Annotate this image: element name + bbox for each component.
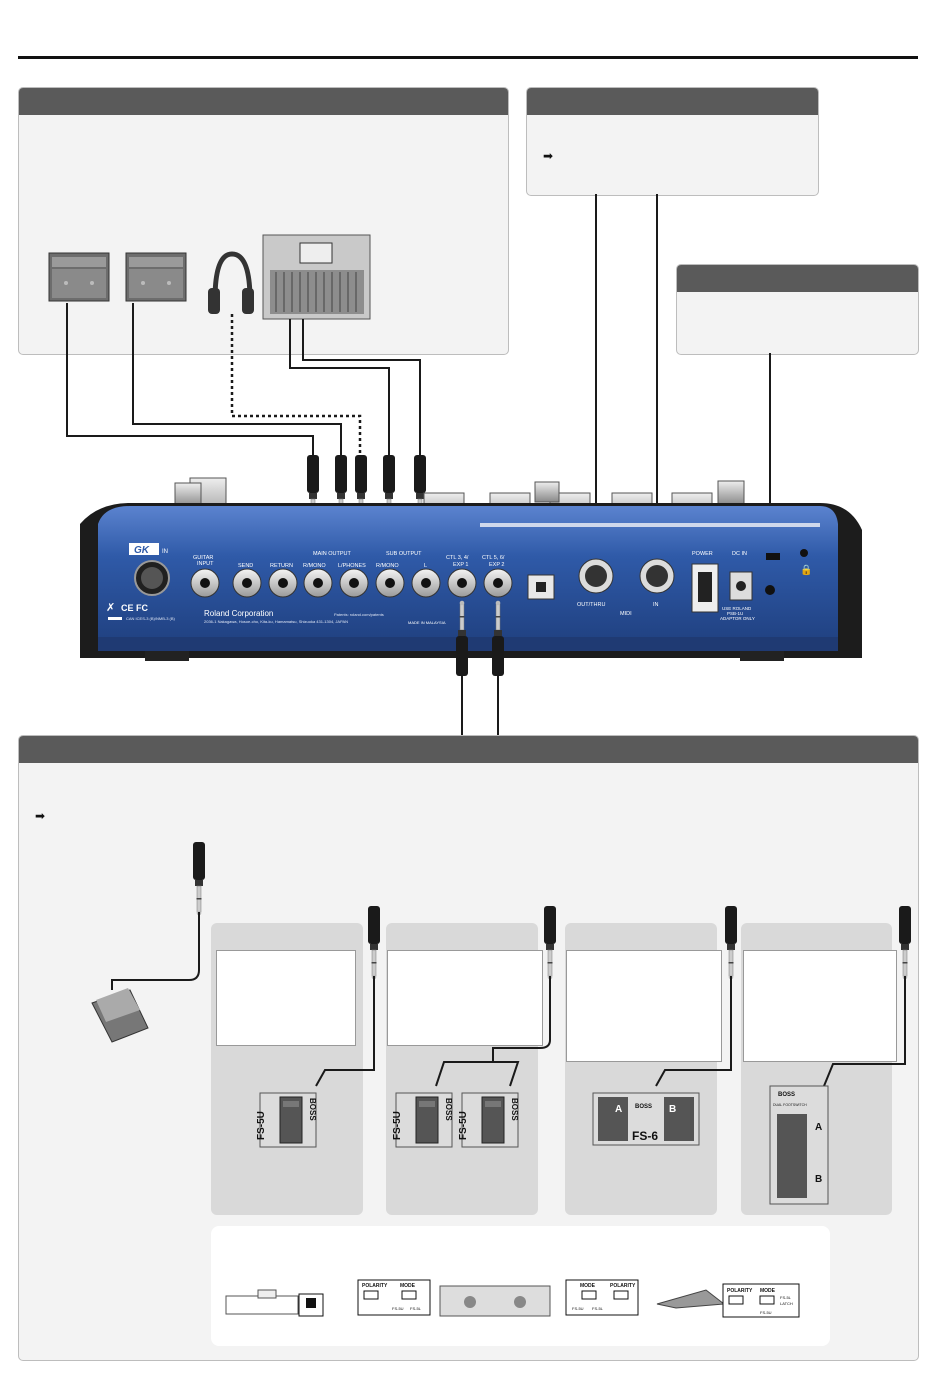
footswitch-section-header: [19, 736, 918, 763]
ctl56-label: CTL 5, 6/: [482, 555, 505, 561]
arrow-icon: ➡: [543, 149, 554, 163]
exp1-label: EXP 1: [453, 562, 469, 568]
patents-label: Patents: roland.com/patents: [334, 612, 384, 617]
switch-illustration-1: [225, 1289, 324, 1317]
ctl34-label: CTL 3, 4/: [446, 555, 469, 561]
svg-text:POLARITY: POLARITY: [610, 1283, 636, 1289]
output-cables: [66, 303, 421, 455]
ground-terminal: [765, 585, 775, 595]
ground-section-header: [677, 265, 918, 292]
svg-text:A: A: [615, 1104, 622, 1115]
arrow-icon: ➡: [35, 809, 46, 823]
jack-row: [190, 568, 513, 598]
fs6-footswitch: A B BOSS FS-6: [592, 1092, 700, 1146]
top-rule: [18, 56, 918, 59]
dc-in-label: DC IN: [732, 551, 747, 557]
svg-text:FS-5L: FS-5L: [780, 1295, 792, 1300]
l-phones-label: L/PHONES: [338, 563, 366, 569]
svg-text:POLARITY: POLARITY: [362, 1283, 388, 1289]
svg-text:DUAL FOOTSWITCH: DUAL FOOTSWITCH: [773, 1103, 807, 1107]
gk-connector: [134, 560, 170, 596]
svg-text:FS-5L: FS-5L: [410, 1306, 422, 1311]
svg-text:MODE: MODE: [760, 1288, 776, 1294]
svg-text:LATCH: LATCH: [780, 1301, 793, 1306]
guitar-amp-1: [48, 252, 110, 302]
return-label: RETURN: [270, 563, 293, 569]
midi-label: MIDI: [620, 611, 632, 617]
headphone-cable: [230, 314, 362, 455]
brand-label: Roland Corporation: [204, 609, 273, 618]
ground-section: [676, 264, 919, 355]
gk-in-label: IN: [162, 549, 168, 555]
svg-text:B: B: [669, 1104, 676, 1115]
fs5u-footswitch-3: FS-5U BOSS: [458, 1092, 519, 1148]
address-label: 2036-1 Nakagawa, Hosoe-cho, Kita-ku, Ham…: [204, 619, 348, 624]
svg-text:FS-5U: FS-5U: [572, 1306, 584, 1311]
usb-socket: [536, 582, 546, 592]
dual-footswitch: BOSS DUAL FOOTSWITCH A B: [769, 1085, 829, 1205]
midi-in-label: IN: [653, 602, 659, 608]
lock-icon: 🔒: [800, 564, 812, 576]
svg-text:FS-5L: FS-5L: [592, 1306, 604, 1311]
svg-text:B: B: [815, 1174, 822, 1185]
certification-marks: CE FC: [121, 603, 149, 613]
svg-text:FS-5U: FS-5U: [760, 1310, 772, 1315]
svg-text:BOSS: BOSS: [635, 1104, 652, 1110]
midi-section: ➡: [526, 87, 819, 196]
switch-illustration-2: POLARITY MODE FS-5U FS-5L MODE POLARITY …: [357, 1279, 639, 1317]
output-section-header: [19, 88, 508, 115]
svg-text:FS-5U: FS-5U: [392, 1111, 403, 1140]
note-box-1: [216, 950, 356, 1046]
power-label: POWER: [692, 551, 713, 557]
svg-text:BOSS: BOSS: [444, 1098, 453, 1121]
weee-icon: ✗: [106, 602, 115, 614]
svg-text:FS-6: FS-6: [632, 1129, 658, 1143]
svg-text:BOSS: BOSS: [308, 1098, 317, 1121]
midi-out-thru-label: OUT/THRU: [577, 602, 605, 608]
main-output-label: MAIN OUTPUT: [313, 551, 352, 557]
svg-text:POLARITY: POLARITY: [727, 1288, 753, 1294]
note-box-4: [743, 950, 897, 1062]
gk-badge-text: GK: [134, 545, 150, 556]
note-box-2: [387, 950, 543, 1046]
svg-text:FS-5U: FS-5U: [256, 1111, 267, 1140]
midi-section-header: [527, 88, 818, 115]
svg-text:MODE: MODE: [400, 1283, 416, 1289]
expression-pedal-icon: [91, 988, 149, 1043]
expression-pedal-cable: [111, 912, 200, 990]
fs5u-footswitch-2: FS-5U BOSS: [392, 1092, 453, 1148]
sub-l-label: L: [424, 563, 427, 569]
svg-text:MODE: MODE: [580, 1283, 596, 1289]
sub-output-label: SUB OUTPUT: [386, 551, 422, 557]
switch-illustration-3: POLARITY MODE FS-5L LATCH FS-5U: [656, 1283, 800, 1318]
model-code-label: CAN ICES-3 (B)/NMB-3 (B): [126, 616, 176, 621]
mixer-icon: [262, 234, 371, 320]
svg-text:A: A: [815, 1122, 822, 1133]
svg-text:BOSS: BOSS: [778, 1092, 795, 1098]
gk-badge: [129, 543, 159, 555]
r-mono-label: R/MONO: [303, 563, 326, 569]
device-rear-panel: [80, 477, 862, 661]
svg-text:BOSS: BOSS: [510, 1098, 519, 1121]
sub-r-mono-label: R/MONO: [376, 563, 399, 569]
made-in-label: MADE IN MALAYSIA: [408, 620, 446, 625]
exp2-label: EXP 2: [489, 562, 505, 568]
note-box-3: [566, 950, 722, 1062]
svg-text:FS-5U: FS-5U: [458, 1111, 469, 1140]
svg-text:FS-5U: FS-5U: [392, 1306, 404, 1311]
send-label: SEND: [238, 563, 253, 569]
headphones-icon: [208, 251, 254, 314]
fs5u-footswitch-1: FS-5U BOSS: [256, 1092, 317, 1148]
guitar-amp-2: [125, 252, 187, 302]
